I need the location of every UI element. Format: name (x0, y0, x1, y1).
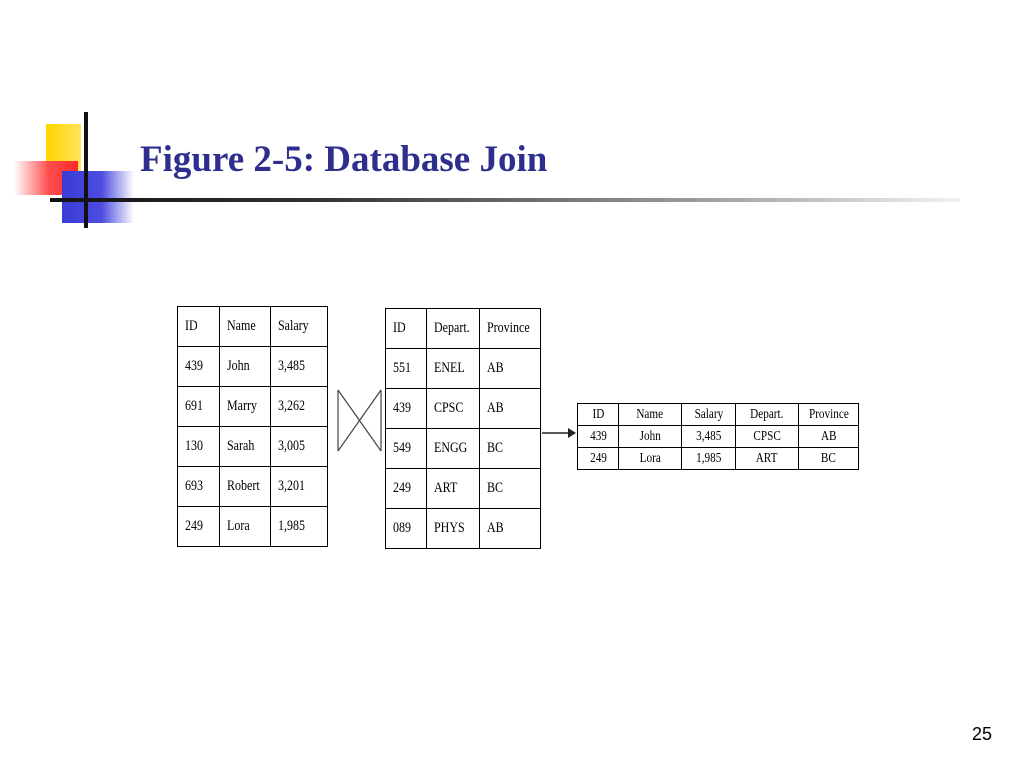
column-header: ID (577, 403, 619, 426)
result-arrow-icon (542, 428, 576, 438)
table-cell: PHYS (426, 508, 480, 549)
table-cell: 439 (577, 425, 619, 448)
table-cell: AB (798, 425, 859, 448)
table-row: 249 ART BC (385, 468, 542, 509)
joined-result-table: ID Name Salary Depart. Province 439 John… (577, 403, 859, 470)
departments-table: ID Depart. Province 551 ENEL AB 439 CPSC… (385, 308, 542, 549)
table-cell: John (618, 425, 682, 448)
table-row: 130 Sarah 3,005 (177, 426, 328, 467)
table-cell: BC (478, 468, 542, 509)
table-cell: 1,985 (270, 506, 328, 547)
table-row: 249 Lora 1,985 ART BC (577, 447, 859, 470)
column-header: Province (798, 403, 859, 426)
employees-table: ID Name Salary 439 John 3,485 691 Marry … (177, 306, 328, 547)
table-row: 549 ENGG BC (385, 428, 542, 469)
column-header: Depart. (735, 403, 799, 426)
table-cell: ENEL (426, 348, 480, 389)
column-header: Name (219, 306, 271, 347)
table-cell: 3,005 (270, 426, 328, 467)
table-cell: 249 (577, 447, 619, 470)
table-cell: ART (426, 468, 480, 509)
table-cell: Robert (219, 466, 271, 507)
table-header-row: ID Depart. Province (385, 308, 542, 349)
column-header: Salary (681, 403, 736, 426)
table-cell: ENGG (426, 428, 480, 469)
table-row: 691 Marry 3,262 (177, 386, 328, 427)
table-cell: 3,201 (270, 466, 328, 507)
table-cell: BC (478, 428, 542, 469)
table-cell: Lora (219, 506, 271, 547)
column-header: Name (618, 403, 682, 426)
table-cell: 439 (385, 388, 427, 429)
table-cell: ART (735, 447, 799, 470)
table-header-row: ID Name Salary (177, 306, 328, 347)
table-cell: 549 (385, 428, 427, 469)
slide-title: Figure 2-5: Database Join (140, 139, 548, 180)
table-cell: 3,485 (270, 346, 328, 387)
table-cell: Lora (618, 447, 682, 470)
table-cell: Sarah (219, 426, 271, 467)
table-cell: 130 (177, 426, 220, 467)
table-cell: 089 (385, 508, 427, 549)
table-row: 439 John 3,485 CPSC AB (577, 425, 859, 448)
table-header-row: ID Name Salary Depart. Province (577, 403, 859, 426)
column-header: Province (478, 308, 542, 349)
table-cell: Marry (219, 386, 271, 427)
table-row: 551 ENEL AB (385, 348, 542, 389)
table-row: 249 Lora 1,985 (177, 506, 328, 547)
table-cell: CPSC (426, 388, 480, 429)
table-row: 439 CPSC AB (385, 388, 542, 429)
join-bowtie-icon (337, 389, 382, 452)
title-underline (50, 198, 960, 202)
table-cell: AB (478, 508, 542, 549)
table-cell: AB (478, 348, 542, 389)
table-row: 693 Robert 3,201 (177, 466, 328, 507)
title-decoration-vertical-line (84, 112, 88, 228)
column-header: Salary (270, 306, 328, 347)
table-cell: CPSC (735, 425, 799, 448)
table-cell: John (219, 346, 271, 387)
table-cell: 249 (177, 506, 220, 547)
table-cell: BC (798, 447, 859, 470)
column-header: Depart. (426, 308, 480, 349)
table-cell: 1,985 (681, 447, 736, 470)
table-cell: 3,485 (681, 425, 736, 448)
slide-number: 25 (971, 724, 992, 744)
table-cell: 693 (177, 466, 220, 507)
column-header: ID (177, 306, 220, 347)
table-cell: 551 (385, 348, 427, 389)
table-row: 089 PHYS AB (385, 508, 542, 549)
table-cell: AB (478, 388, 542, 429)
table-row: 439 John 3,485 (177, 346, 328, 387)
table-cell: 691 (177, 386, 220, 427)
table-cell: 3,262 (270, 386, 328, 427)
title-decoration-blue-square (62, 171, 134, 223)
table-cell: 439 (177, 346, 220, 387)
table-cell: 249 (385, 468, 427, 509)
column-header: ID (385, 308, 427, 349)
